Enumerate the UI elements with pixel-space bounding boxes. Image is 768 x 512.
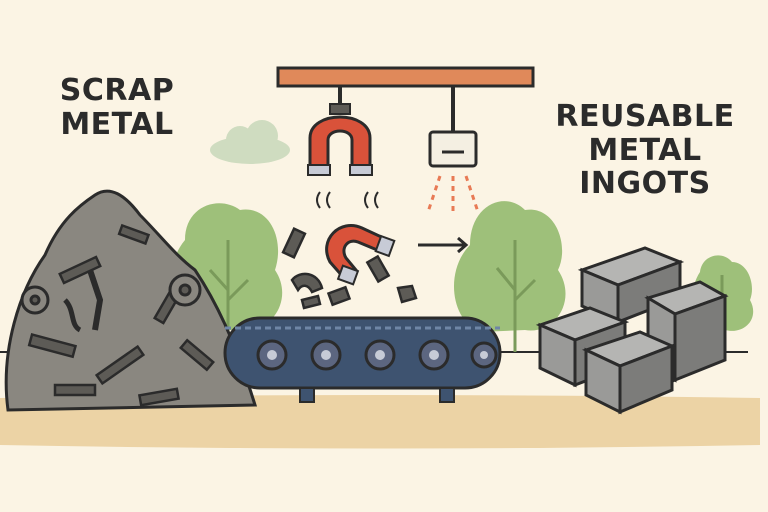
metal-ingot-icon — [581, 330, 676, 415]
reusable-ingots-label-line-1: REUSABLE — [555, 99, 735, 134]
reusable-ingots-label: REUSABLE METAL INGOTS — [545, 100, 745, 201]
scrap-pile — [4, 189, 258, 412]
ground — [0, 395, 760, 449]
metal-ingot-stack — [535, 246, 729, 415]
tree-icon — [453, 201, 566, 352]
cloud-icon — [210, 120, 290, 164]
sprayer-icon — [426, 86, 480, 214]
scrap-metal-label-line-2: METAL — [60, 106, 174, 142]
overhead-beam — [276, 66, 535, 88]
reusable-ingots-label-line-3: INGOTS — [579, 166, 711, 202]
conveyor-belt — [223, 316, 502, 403]
scrap-metal-label-line-1: SCRAP — [59, 73, 175, 108]
falling-scrap — [281, 227, 418, 310]
reusable-ingots-label-line-2: METAL — [588, 132, 702, 168]
scrap-metal-label: SCRAP METAL — [42, 74, 192, 141]
magnet-icon — [325, 224, 396, 286]
arrow-right-icon — [418, 236, 469, 254]
conveyor-belt-body — [223, 316, 502, 390]
magnet-icon — [307, 86, 379, 209]
